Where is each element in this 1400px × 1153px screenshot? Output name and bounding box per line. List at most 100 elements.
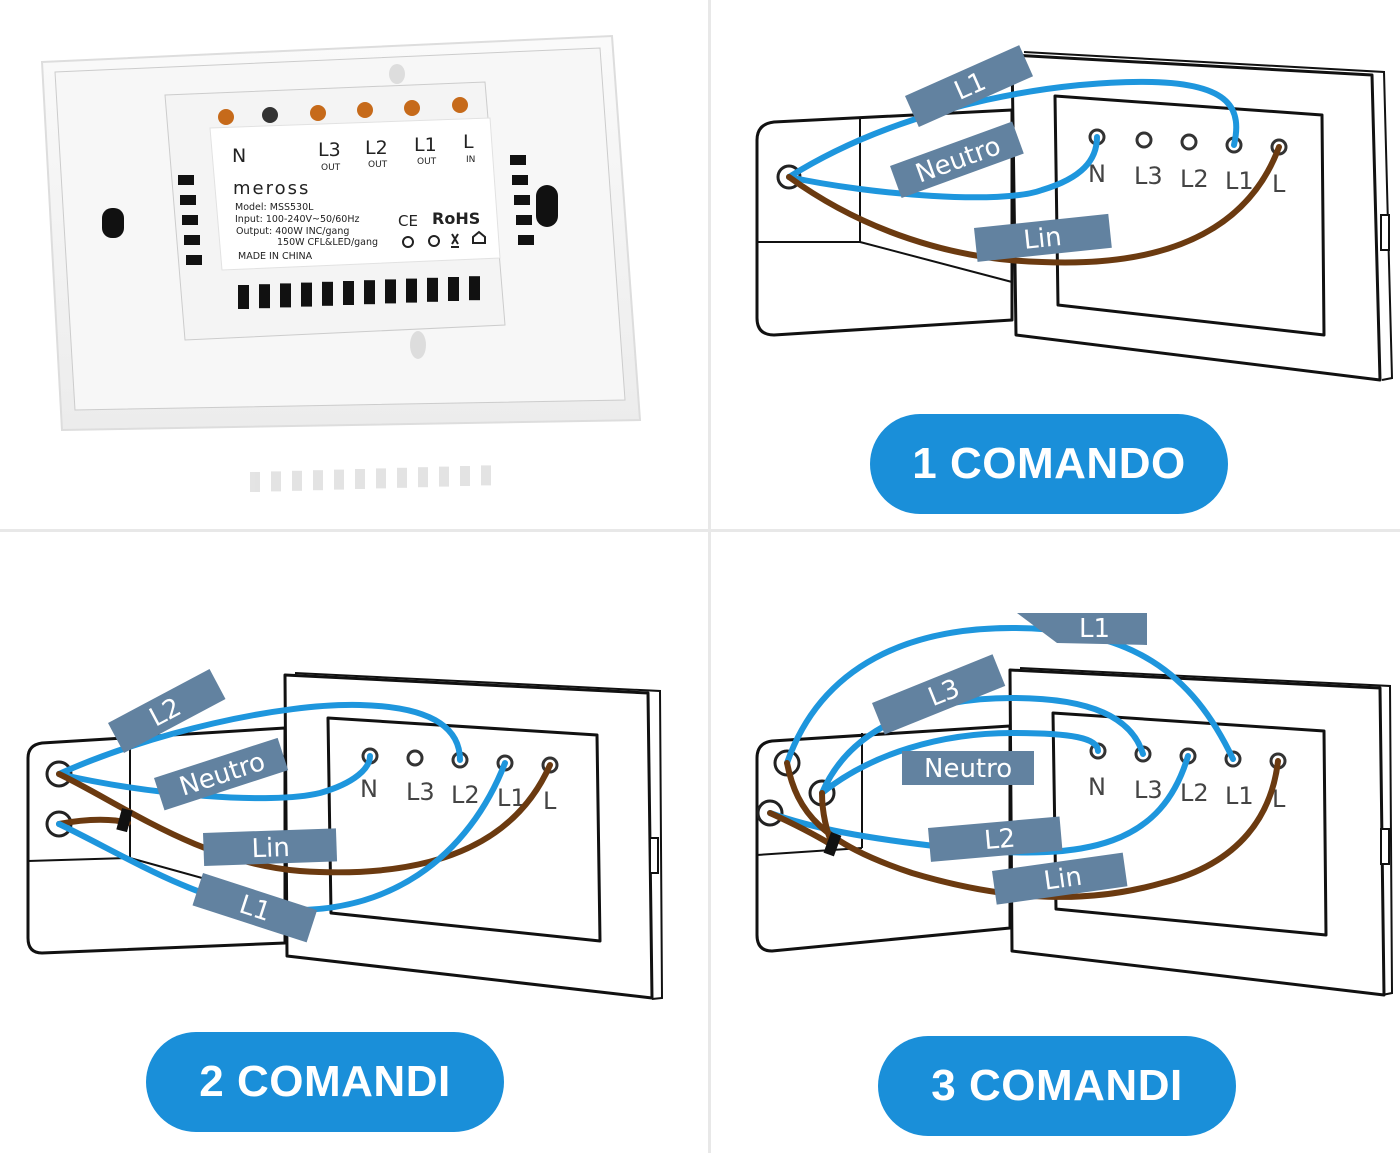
tag-l2: L2 — [928, 816, 1063, 862]
wire-splice — [823, 831, 842, 857]
mode-badge-3-comandi: 3 COMANDI — [878, 1036, 1236, 1136]
label-terminal-l1: L1 — [414, 134, 437, 156]
tag-l1-text: L1 — [1079, 614, 1110, 644]
mounting-slot-top — [389, 64, 405, 84]
vent-slot — [322, 281, 333, 306]
mounting-hole-right — [536, 185, 558, 227]
mode-badge-2-comandi: 2 COMANDI — [146, 1032, 504, 1132]
terminal-label-l1: L1 — [1225, 782, 1254, 810]
wire-lin-bridge-2 — [767, 810, 835, 848]
terminal-label-l1: L1 — [1225, 167, 1254, 195]
wiring-diagram-2: N L3 L2 L1 L L2 Neutro Lin L1 — [26, 669, 664, 1000]
terminal-label-l: L — [1272, 785, 1286, 813]
reflection-slot — [313, 470, 323, 491]
terminal-screws — [218, 97, 468, 125]
rohs-mark: RoHS — [432, 209, 480, 228]
wire-l3 — [819, 694, 1146, 796]
reflection-slot — [481, 465, 491, 486]
reflection-slot — [376, 468, 386, 489]
wire-lin — [786, 144, 1282, 266]
terminal-label-n: N — [1088, 160, 1106, 188]
output-text-2: 150W CFL&LED/gang — [277, 237, 378, 248]
vent-slot — [301, 282, 312, 307]
tag-l2-text: L2 — [983, 823, 1017, 856]
diagram-1-comando: N L3 L2 L1 L L1 Neutro Lin 1 COMANDO — [712, 0, 1400, 527]
tag-lin: Lin — [203, 828, 338, 866]
terminal-label-l: L — [543, 787, 557, 815]
tag-lin-text: Lin — [1042, 862, 1084, 897]
tag-l1: L1 — [905, 45, 1034, 128]
terminal-label-row: N L3 L2 L1 L — [232, 131, 474, 167]
tag-lin: Lin — [992, 852, 1128, 905]
label-terminal-l3: L3 — [318, 139, 341, 161]
model-text: Model: MSS530L — [235, 202, 314, 213]
vent-slot — [238, 285, 249, 309]
reflection-slot — [439, 466, 449, 487]
vent-slot — [259, 284, 270, 309]
terminal-label-n: N — [360, 775, 378, 803]
reflection-slot — [418, 467, 428, 488]
terminal-label-l: L — [1272, 170, 1286, 198]
mounting-hole-left — [102, 208, 124, 238]
terminal-label-l3: L3 — [1134, 776, 1163, 804]
wire-neutro — [819, 729, 1101, 796]
terminal-label-l3: L3 — [406, 778, 435, 806]
vent-slot — [448, 277, 459, 301]
reflection-slot — [292, 470, 302, 491]
label-terminal-l: L — [463, 131, 474, 153]
terminal-label-l2: L2 — [1180, 165, 1209, 193]
ce-mark: CE — [398, 212, 418, 230]
label-sub-l3: OUT — [321, 163, 341, 173]
side-vents — [178, 155, 534, 265]
weee-bin-icon — [451, 233, 459, 248]
vent-slot — [364, 280, 375, 305]
reflection-slot — [271, 471, 281, 492]
wire-l1 — [784, 624, 1236, 766]
vent-slot — [427, 277, 438, 302]
terminal-label-l3: L3 — [1134, 162, 1163, 190]
wall-box-edge — [756, 847, 863, 856]
wall-box-edge — [859, 241, 1013, 283]
label-sub-l2: OUT — [368, 160, 388, 170]
switch-plate-edge — [294, 672, 664, 1000]
input-text: Input: 100-240V~50/60Hz — [235, 214, 359, 225]
tag-l1: L1 — [192, 873, 318, 943]
terminal-label-n: N — [1088, 773, 1106, 801]
label-terminal-l2: L2 — [365, 137, 388, 159]
wire-l1 — [786, 78, 1240, 180]
green-dot-icon — [428, 235, 440, 247]
label-sticker — [209, 117, 501, 271]
device-illustration: N L3 L2 L1 L OUT OUT OUT IN meross Model… — [40, 34, 642, 492]
tag-l1: L1 — [1017, 613, 1147, 645]
origin-text: MADE IN CHINA — [238, 251, 313, 262]
diagram-2-comandi: N L3 L2 L1 L L2 Neutro Lin L1 2 COMANDI — [0, 533, 706, 1153]
vent-slot — [406, 278, 417, 303]
terminal-label-l2: L2 — [1180, 779, 1209, 807]
device-photo-panel: N L3 L2 L1 L OUT OUT OUT IN meross Model… — [0, 0, 705, 527]
vent-slot — [385, 279, 396, 304]
plate-side-tab — [1380, 828, 1390, 865]
terminal-l3[interactable] — [1135, 131, 1153, 149]
plate-side-tab — [649, 837, 659, 874]
terminal-label-l2: L2 — [451, 781, 480, 809]
reflection-slot — [397, 467, 407, 488]
terminal-l3[interactable] — [406, 749, 424, 767]
bottom-vents — [238, 276, 480, 309]
switch-plate-edge — [1019, 667, 1394, 996]
indoor-house-icon — [472, 230, 486, 244]
plate-side-tab — [1380, 214, 1390, 251]
mounting-slot-bottom — [410, 331, 426, 359]
label-terminal-n: N — [232, 145, 246, 167]
reflection-slot — [460, 466, 470, 486]
wall-box-edge — [27, 857, 131, 862]
wiring-diagram-1: N L3 L2 L1 L L1 Neutro Lin — [755, 45, 1394, 382]
tag-lin: Lin — [974, 213, 1112, 262]
wiring-diagram-3: N L3 L2 L1 L L1 L3 Neutro L2 — [755, 613, 1394, 997]
reflection-slot — [355, 469, 365, 489]
label-sub-l: IN — [466, 155, 475, 165]
terminal-l2[interactable] — [1180, 133, 1198, 151]
vent-slot — [343, 281, 354, 305]
vent-slot — [280, 283, 291, 308]
wire-neutro — [786, 134, 1100, 201]
mode-badge-1-comando: 1 COMANDO — [870, 414, 1228, 514]
